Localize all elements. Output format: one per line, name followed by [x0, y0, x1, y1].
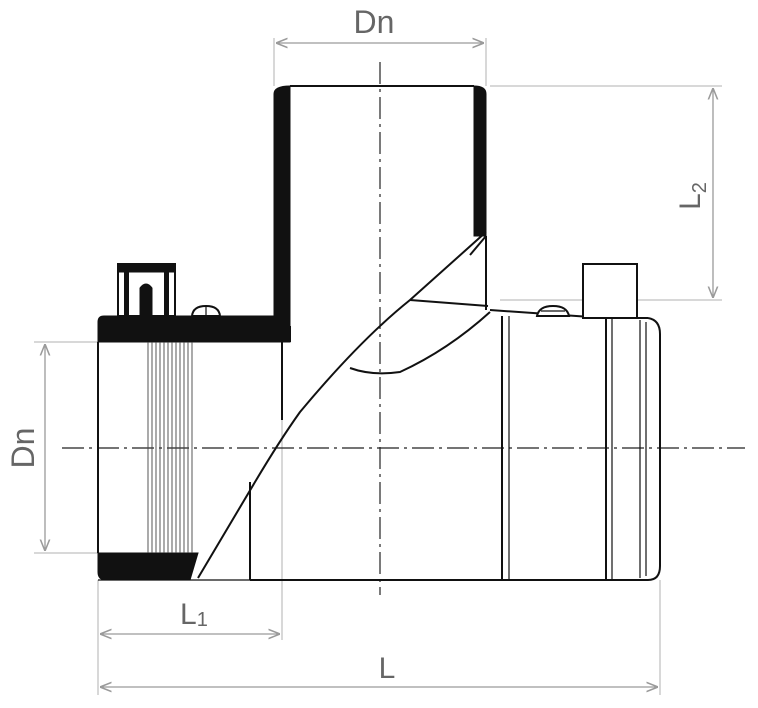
- dn-top-label: Dn: [354, 4, 395, 40]
- l1-label: L1: [180, 598, 208, 631]
- labels: Dn Dn L2 L1 L: [5, 4, 711, 685]
- l1-label-sub: 1: [197, 609, 208, 631]
- l2-label-sub: 2: [689, 182, 711, 193]
- l1-label-base: L: [180, 598, 197, 631]
- left-socket-bottom-band: [97, 552, 199, 581]
- l2-label-base: L: [674, 193, 707, 210]
- left-socket-top-band: [97, 315, 291, 343]
- right-fusion-indicator: [535, 304, 571, 317]
- dn-left-label: Dn: [5, 428, 41, 469]
- left-fusion-indicator: [190, 304, 222, 317]
- left-terminal-pin: [117, 263, 176, 317]
- heating-coil-windings: [147, 342, 193, 553]
- dimension-lines: [45, 43, 713, 687]
- l2-label: L2: [674, 182, 711, 210]
- extension-lines: [34, 38, 722, 695]
- right-terminal-pin: [582, 263, 638, 319]
- left-socket: [97, 315, 291, 581]
- l-total-label: L: [379, 652, 396, 685]
